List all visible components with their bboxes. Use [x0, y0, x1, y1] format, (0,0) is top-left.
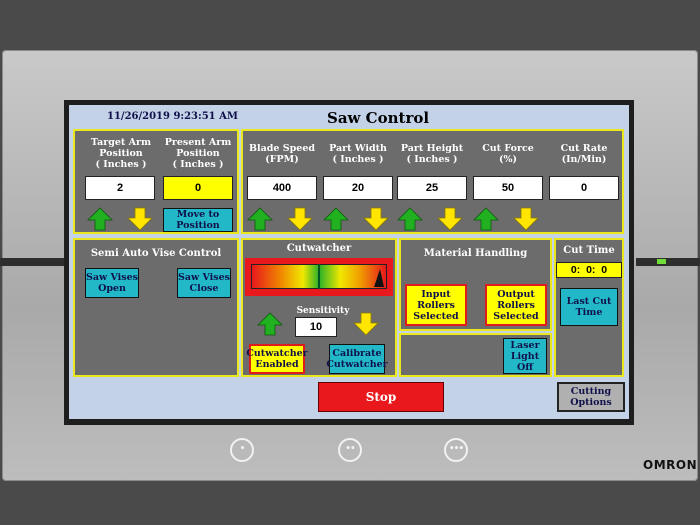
cut-force-input[interactable]: 50 — [473, 176, 543, 200]
sensitivity-up-arrow-icon[interactable] — [257, 312, 283, 336]
cutwatcher-panel: Cutwatcher Sensitivity 10 Cutwatcher Ena… — [241, 238, 397, 377]
blade-speed-label: Blade Speed (FPM) — [248, 143, 316, 165]
gauge-center-line — [318, 264, 320, 289]
saw-vises-open-button[interactable]: Saw Vises Open — [85, 268, 139, 298]
cut-rate-readout: 0 — [549, 176, 619, 200]
cut-time-readout: 0: 0: 0 — [556, 262, 622, 278]
cut-rate-label: Cut Rate (In/Min) — [560, 143, 608, 165]
part-height-up-arrow-icon[interactable] — [397, 207, 423, 231]
sensitivity-input[interactable]: 10 — [295, 317, 337, 337]
stop-button[interactable]: Stop — [318, 382, 444, 412]
hmi-screen: 11/26/2019 9:23:51 AM Saw Control Target… — [69, 105, 629, 419]
cutting-options-button[interactable]: Cutting Options — [557, 382, 625, 412]
blade-speed-up-arrow-icon[interactable] — [247, 207, 273, 231]
target-arm-down-arrow-icon[interactable] — [127, 207, 153, 231]
cut-time-panel: Cut Time 0: 0: 0 Last Cut Time — [554, 238, 624, 377]
gauge-needle-icon — [374, 269, 384, 287]
material-handling-panel: Material Handling Input Rollers Selected… — [399, 238, 552, 331]
target-arm-label: Target Arm Position ( Inches ) — [90, 137, 152, 170]
cut-force-up-arrow-icon[interactable] — [473, 207, 499, 231]
target-arm-up-arrow-icon[interactable] — [87, 207, 113, 231]
cut-time-title: Cut Time — [563, 245, 615, 256]
saw-vises-close-button[interactable]: Saw Vises Close — [177, 268, 231, 298]
arm-position-panel: Target Arm Position ( Inches ) Present A… — [73, 129, 239, 234]
part-width-up-arrow-icon[interactable] — [323, 207, 349, 231]
sensitivity-down-arrow-icon[interactable] — [353, 312, 379, 336]
bezel-slot-left — [0, 258, 64, 266]
laser-panel: Laser Light Off — [399, 333, 552, 377]
calibrate-cutwatcher-button[interactable]: Calibrate Cutwatcher — [326, 344, 388, 374]
cutwatcher-gauge — [245, 258, 393, 296]
part-width-label: Part Width ( Inches ) — [329, 143, 387, 165]
sensitivity-label: Sensitivity — [296, 306, 350, 316]
blade-speed-input[interactable]: 400 — [247, 176, 317, 200]
move-to-position-button[interactable]: Move to Position — [163, 208, 233, 232]
last-cut-time-button[interactable]: Last Cut Time — [560, 288, 618, 326]
cut-parameters-panel: Blade Speed (FPM) Part Width ( Inches ) … — [241, 129, 624, 234]
cutwatcher-enabled-button[interactable]: Cutwatcher Enabled — [246, 344, 308, 374]
target-arm-input[interactable]: 2 — [85, 176, 155, 200]
hardware-button-1[interactable]: • — [230, 438, 254, 462]
vise-panel-title: Semi Auto Vise Control — [90, 248, 222, 259]
blade-speed-down-arrow-icon[interactable] — [287, 207, 313, 231]
present-arm-label: Present Arm Position ( Inches ) — [164, 137, 232, 170]
datetime-readout: 11/26/2019 9:23:51 AM — [107, 111, 238, 122]
cutwatcher-title: Cutwatcher — [286, 243, 352, 254]
part-width-input[interactable]: 20 — [323, 176, 393, 200]
hardware-button-2[interactable]: •• — [338, 438, 362, 462]
cut-force-label: Cut Force (%) — [482, 143, 534, 165]
laser-light-button[interactable]: Laser Light Off — [503, 338, 547, 374]
input-rollers-button[interactable]: Input Rollers Selected — [405, 284, 467, 326]
part-height-label: Part Height ( Inches ) — [400, 143, 464, 165]
part-height-down-arrow-icon[interactable] — [437, 207, 463, 231]
part-width-down-arrow-icon[interactable] — [363, 207, 389, 231]
brand-logo: OMRON — [643, 458, 698, 472]
output-rollers-button[interactable]: Output Rollers Selected — [485, 284, 547, 326]
bezel-slot-right — [636, 258, 700, 266]
vise-control-panel: Semi Auto Vise Control Saw Vises Open Sa… — [73, 238, 239, 377]
present-arm-readout: 0 — [163, 176, 233, 200]
page-title: Saw Control — [327, 109, 430, 127]
hardware-button-3[interactable]: ••• — [444, 438, 468, 462]
material-handling-title: Material Handling — [423, 248, 528, 259]
cut-force-down-arrow-icon[interactable] — [513, 207, 539, 231]
part-height-input[interactable]: 25 — [397, 176, 467, 200]
status-led — [657, 259, 666, 264]
